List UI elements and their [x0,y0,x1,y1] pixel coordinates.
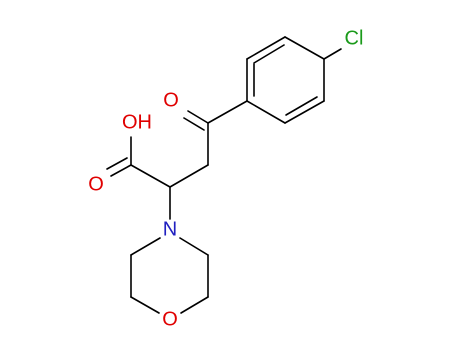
alpha-carboxyl-bond [130,164,171,188]
ring-double-bond [285,96,318,116]
c-cl-bond [323,48,342,60]
ring-bond [284,36,325,60]
ring-bond [130,237,161,256]
ring-bond [246,100,286,124]
ring-double-bond [253,44,285,64]
ring-oxygen-label: O [162,308,178,330]
chlorophenyl-ring [246,36,325,124]
nitrogen-label: N [163,218,177,240]
ketone-oxygen-label: O [163,89,179,111]
ring-bond [130,296,160,314]
morpholine-ring [130,237,209,314]
hydroxyl-label: OH [122,111,152,133]
carboxyl-double-bond [106,157,128,170]
ketone-double-bond [187,110,209,124]
ring-bond [246,36,286,60]
ring-bond [284,100,325,124]
ch2-alpha-bond [169,164,209,188]
carbonyl-oxygen-label: O [88,173,104,195]
aryl-carbonyl-bond [207,100,248,124]
ketone-double-bond [183,117,205,131]
carboxyl-double-bond [110,164,132,177]
ring-bond [180,296,209,314]
chlorine-label: Cl [345,27,364,49]
ring-bond [179,237,209,256]
